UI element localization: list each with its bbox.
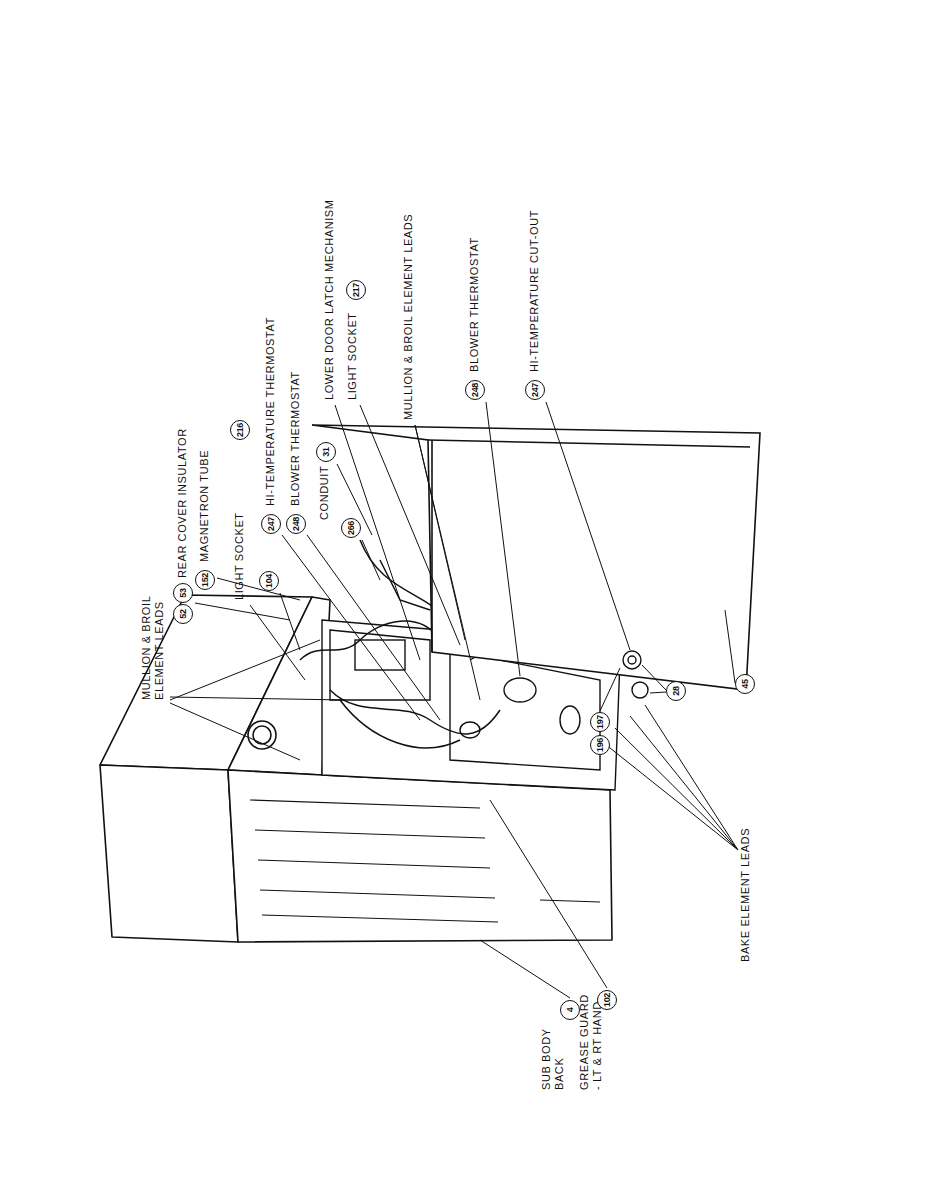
callout-number: 28 — [666, 681, 686, 701]
part-label: CONDUIT — [318, 466, 331, 520]
callout-number: 152 — [195, 570, 215, 590]
callout-number: 197 — [590, 712, 610, 732]
callout-number: 266 — [341, 518, 361, 538]
callout-number: 248 — [286, 514, 306, 534]
door-panel — [312, 425, 760, 690]
part-label: MULLION & BROIL ELEMENT LEADS — [402, 214, 415, 420]
callout-number: 53 — [173, 583, 193, 603]
vent — [253, 726, 271, 744]
callout-number: 52 — [173, 604, 193, 624]
small-parts — [623, 651, 648, 698]
vent — [248, 721, 276, 749]
callout-number: 247 — [525, 380, 545, 400]
part-label: LOWER DOOR LATCH MECHANISM — [323, 199, 336, 400]
callout-number: 4 — [560, 1000, 580, 1020]
part-label: LIGHT SOCKET — [233, 512, 246, 600]
callout-number: 45 — [735, 674, 755, 694]
leader-lines — [170, 402, 738, 998]
callout-number: 102 — [597, 990, 617, 1010]
callout-number: 216 — [230, 420, 250, 440]
part-label: REAR COVER INSULATOR — [176, 428, 189, 578]
part-label: BAKE ELEMENT LEADS — [739, 828, 752, 962]
callout-number: 217 — [346, 280, 366, 300]
cabinet-side — [100, 765, 238, 942]
lower-body — [228, 770, 612, 942]
part-label: HI-TEMPERATURE CUT-OUT — [528, 210, 541, 372]
part-label: HI-TEMPERATURE THERMOSTAT — [264, 317, 277, 506]
part-label: SUB BODY BACK — [540, 1026, 566, 1090]
cabinet-rear — [228, 597, 330, 775]
callout-number: 31 — [316, 442, 336, 462]
callout-number: 196 — [590, 735, 610, 755]
callout-number: 247 — [261, 514, 281, 534]
slots — [250, 800, 600, 922]
part-label: MAGNETRON TUBE — [198, 450, 211, 562]
part-label: LIGHT SOCKET — [346, 312, 359, 400]
part-label: BLOWER THERMOSTAT — [289, 371, 302, 506]
callout-number: 248 — [465, 380, 485, 400]
callout-number: 104 — [259, 571, 279, 591]
part-label: MULLION & BROIL ELEMENT LEADS — [140, 550, 166, 700]
part-label: BLOWER THERMOSTAT — [468, 237, 481, 372]
